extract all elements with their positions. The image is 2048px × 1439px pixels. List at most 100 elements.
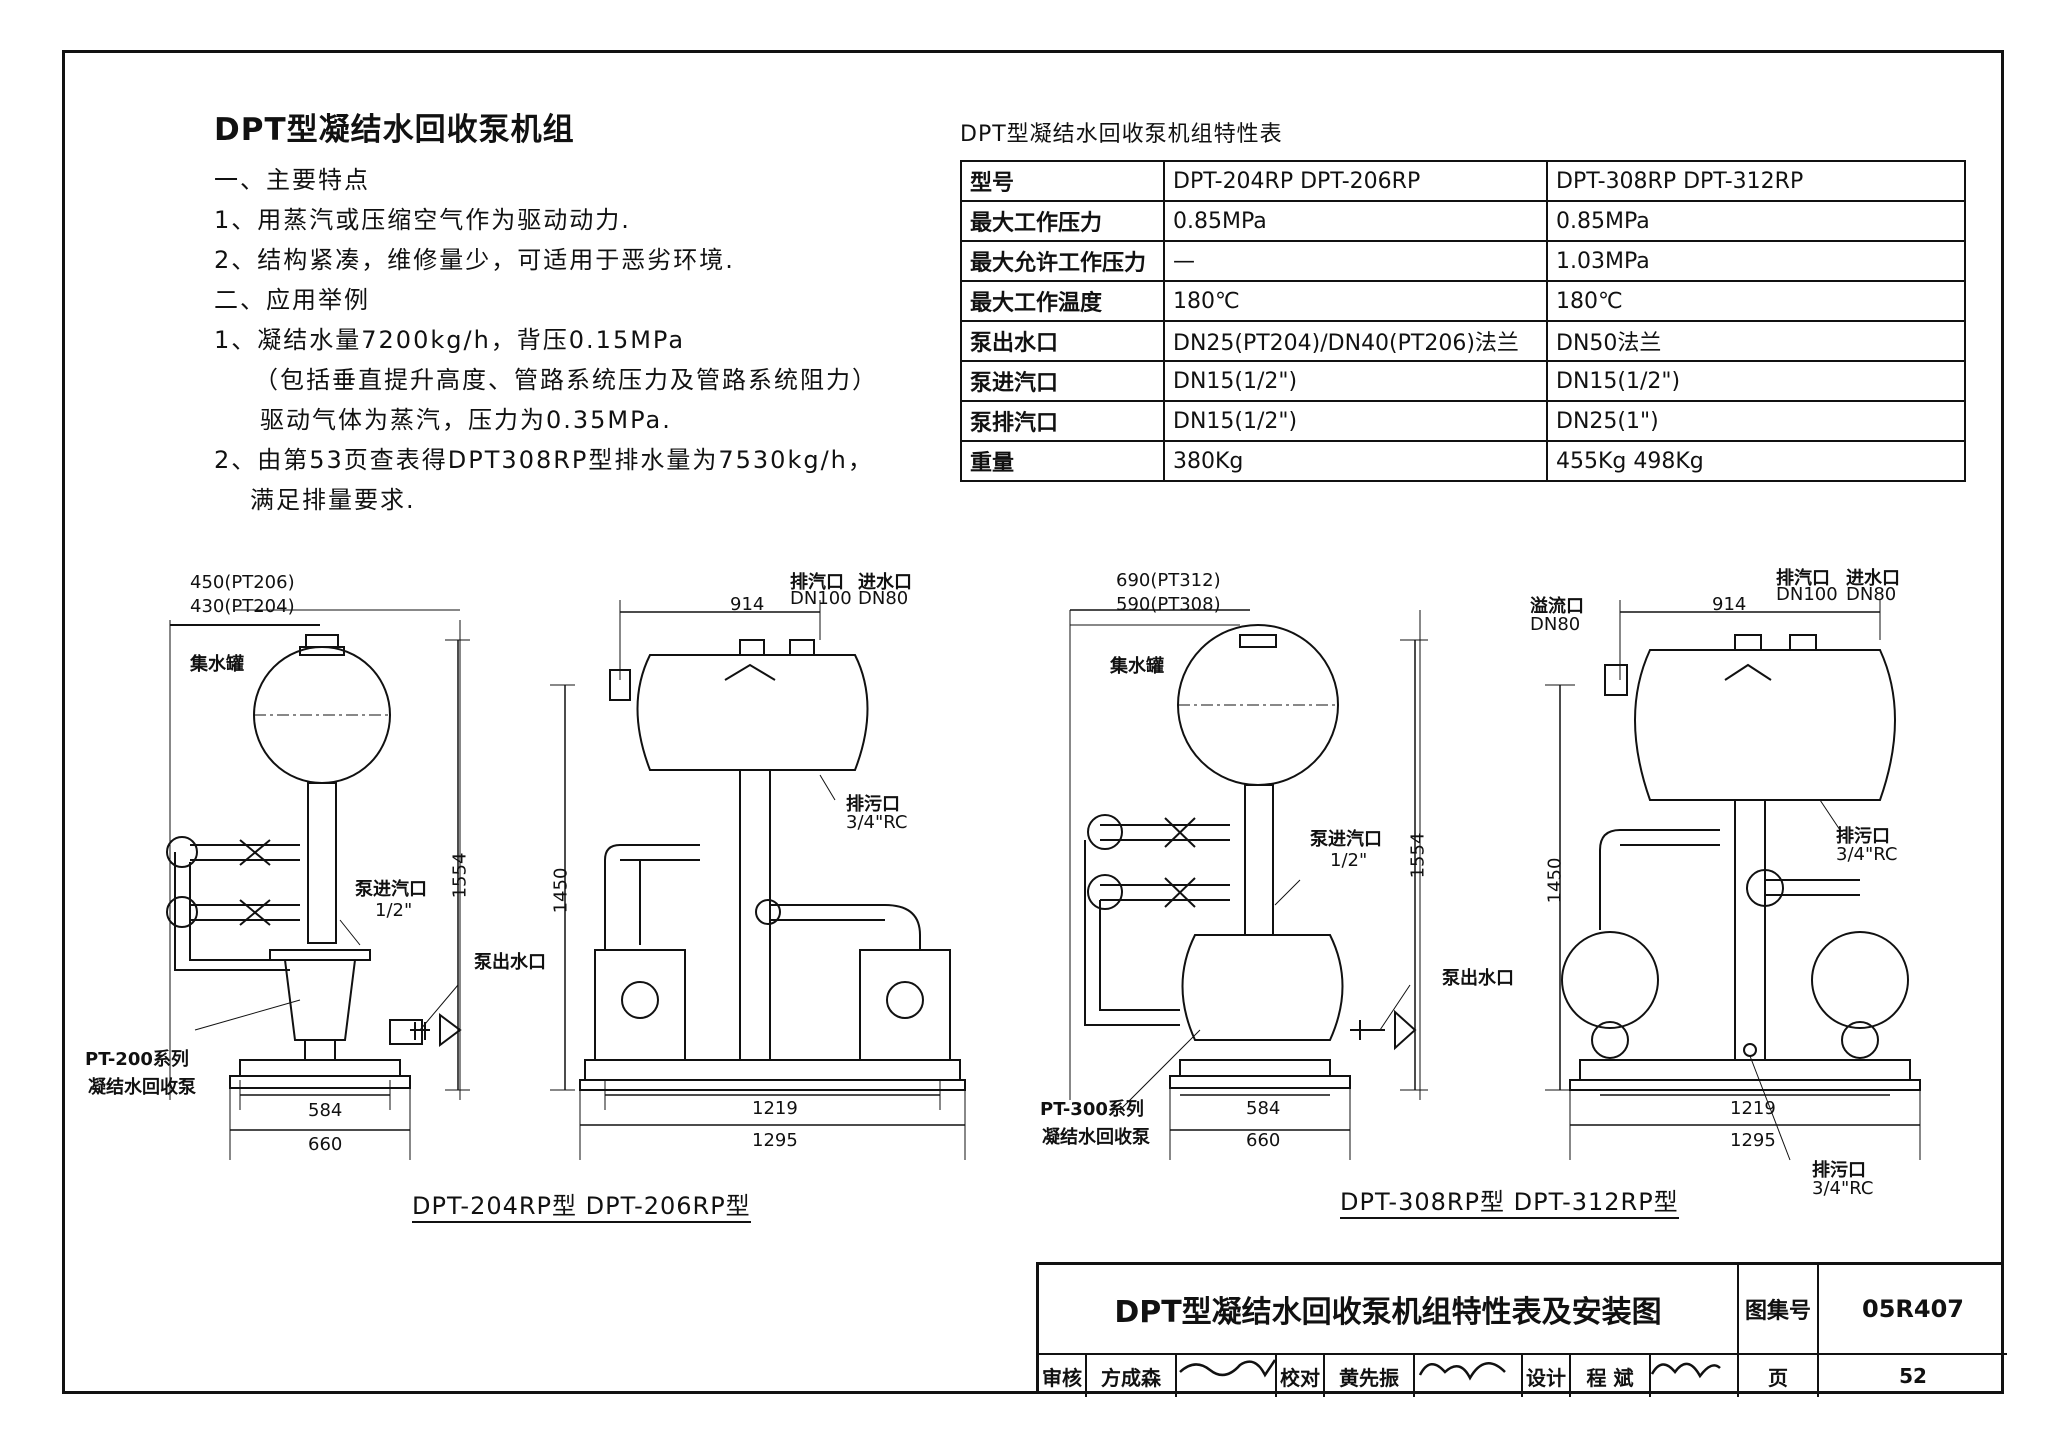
spec-cell-b: 180℃ — [1546, 280, 1966, 322]
right-overflow-label: 溢流口 — [1530, 596, 1584, 617]
right-side-exhaust: 排汽口 — [1776, 568, 1830, 589]
example-line: 满足排量要求. — [250, 486, 416, 514]
spec-cell-key: 泵排汽口 — [960, 400, 1165, 442]
feature-item: 2、结构紧凑，维修量少，可适用于恶劣环境. — [214, 246, 735, 274]
left-side-height: 1450 — [550, 867, 572, 914]
left-drain-label: 排污口 — [846, 794, 900, 815]
tb-check-label: 校对 — [1277, 1353, 1325, 1397]
right-front-view — [1069, 609, 1428, 1160]
spec-cell-key: 最大工作温度 — [960, 280, 1165, 322]
spec-cell-b: DN15(1/2") — [1546, 360, 1966, 402]
right-side-view — [1545, 600, 1921, 1161]
drawing-frame — [62, 50, 2004, 1394]
tb-design-label: 设计 — [1523, 1353, 1571, 1397]
right-side-inlet: 进水口 — [1846, 568, 1900, 589]
spec-cell-a: 380Kg — [1163, 440, 1548, 482]
right-drain2-label: 排污口 — [1812, 1160, 1866, 1181]
tb-review-name: 方成森 — [1087, 1353, 1177, 1397]
tb-review-signature — [1177, 1353, 1277, 1397]
feature-item: 1、用蒸汽或压缩空气作为驱动动力. — [214, 206, 631, 234]
tb-review-label: 审核 — [1039, 1353, 1087, 1397]
right-outlet-label: 泵出水口 — [1442, 968, 1514, 989]
left-tank-label: 集水罐 — [190, 654, 244, 675]
page-heading: DPT型凝结水回收泵机组 — [214, 112, 575, 148]
right-overflow-dn: DN80 — [1530, 614, 1581, 635]
spec-cell-key: 最大允许工作压力 — [960, 240, 1165, 282]
left-side-inlet: 进水口 — [858, 572, 912, 593]
spec-cell-b: DPT-308RP DPT-312RP — [1546, 160, 1966, 202]
right-height: 1554 — [1407, 832, 1429, 879]
example-line: 驱动气体为蒸汽，压力为0.35MPa. — [260, 406, 672, 434]
example-line: 1、凝结水量7200kg/h，背压0.15MPa — [214, 326, 686, 354]
tb-check-name: 黄先振 — [1325, 1353, 1415, 1397]
spec-table-title: DPT型凝结水回收泵机组特性表 — [960, 122, 1283, 147]
left-pump-label1: PT-200系列 — [85, 1049, 189, 1070]
right-side-base1: 1219 — [1730, 1098, 1776, 1119]
right-side-base2: 1295 — [1730, 1130, 1776, 1151]
right-base2: 660 — [1246, 1130, 1281, 1151]
left-height: 1554 — [449, 852, 471, 899]
spec-cell-key: 泵进汽口 — [960, 360, 1165, 402]
left-side-view — [550, 600, 966, 1160]
spec-cell-b: 0.85MPa — [1546, 200, 1966, 242]
tb-title: DPT型凝结水回收泵机组特性表及安装图 — [1039, 1265, 1739, 1353]
right-drain2-size: 3/4"RC — [1812, 1178, 1874, 1199]
spec-cell-a: 180℃ — [1163, 280, 1548, 322]
right-steam-in-size: 1/2" — [1330, 850, 1368, 871]
right-pump-label1: PT-300系列 — [1040, 1099, 1144, 1120]
spec-cell-a: DN15(1/2") — [1163, 400, 1548, 442]
example-title: 二、应用举例 — [214, 286, 370, 314]
left-drain-size: 3/4"RC — [846, 812, 908, 833]
left-steam-in-label: 泵进汽口 — [355, 879, 427, 900]
spec-cell-key: 最大工作压力 — [960, 200, 1165, 242]
right-drain-label: 排污口 — [1836, 826, 1890, 847]
example-line: （包括垂直提升高度、管路系统压力及管路系统阻力） — [254, 366, 878, 394]
left-side-base1: 1219 — [752, 1098, 798, 1119]
features-title: 一、主要特点 — [214, 166, 370, 194]
tb-atlas-no: 05R407 — [1862, 1295, 1964, 1323]
spec-cell-a: DPT-204RP DPT-206RP — [1163, 160, 1548, 202]
title-block: DPT型凝结水回收泵机组特性表及安装图 图集号 05R407 审核 方成森 校对… — [1036, 1262, 2007, 1397]
left-side-base2: 1295 — [752, 1130, 798, 1151]
left-front-view — [166, 609, 470, 1160]
left-outlet-label: 泵出水口 — [474, 952, 546, 973]
spec-cell-key: 重量 — [960, 440, 1165, 482]
left-base2: 660 — [308, 1134, 343, 1155]
tb-atlas-label: 图集号 — [1739, 1265, 1819, 1353]
right-pump-label2: 凝结水回收泵 — [1042, 1127, 1150, 1148]
tb-check-signature — [1415, 1353, 1523, 1397]
left-side-exhaust-dn: DN100 — [790, 588, 852, 609]
left-side-width: 914 — [730, 594, 765, 615]
right-base1: 584 — [1246, 1098, 1281, 1119]
right-side-height: 1450 — [1544, 857, 1566, 904]
right-tank-label: 集水罐 — [1110, 656, 1164, 677]
tb-page-label: 页 — [1739, 1353, 1819, 1397]
spec-cell-a: DN25(PT204)/DN40(PT206)法兰 — [1163, 320, 1548, 362]
left-caption: DPT-204RP型 DPT-206RP型 — [412, 1186, 751, 1223]
spec-cell-b: 455Kg 498Kg — [1546, 440, 1966, 482]
left-base1: 584 — [308, 1100, 343, 1121]
right-drain-size: 3/4"RC — [1836, 844, 1898, 865]
right-caption: DPT-308RP型 DPT-312RP型 — [1340, 1182, 1679, 1219]
right-side-exhaust-dn: DN100 — [1776, 584, 1838, 605]
left-side-exhaust: 排汽口 — [790, 572, 844, 593]
spec-cell-b: DN25(1") — [1546, 400, 1966, 442]
spec-cell-b: 1.03MPa — [1546, 240, 1966, 282]
left-dim-top1: 450(PT206) — [190, 572, 295, 593]
left-side-inlet-dn: DN80 — [858, 588, 909, 609]
right-dim-top1: 690(PT312) — [1116, 570, 1221, 591]
right-dim-top2: 590(PT308) — [1116, 594, 1221, 615]
left-dim-top2: 430(PT204) — [190, 596, 295, 617]
tb-design-name: 程 斌 — [1571, 1353, 1651, 1397]
spec-cell-a: — — [1163, 240, 1548, 282]
right-side-width: 914 — [1712, 594, 1747, 615]
